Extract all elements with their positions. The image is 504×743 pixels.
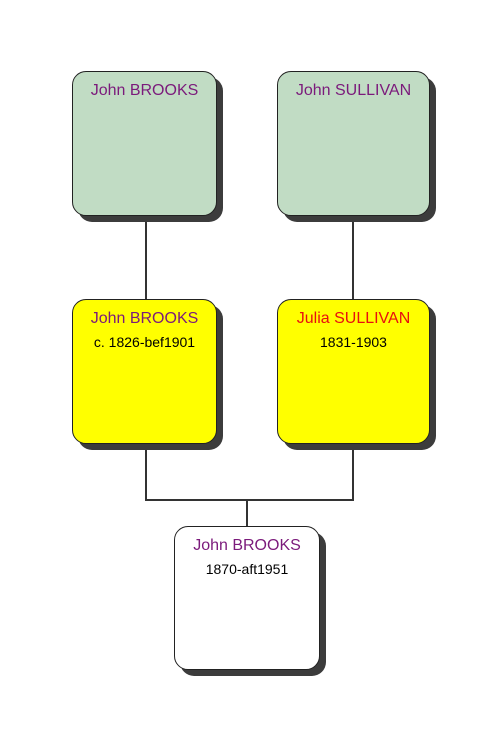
person-dates: 1831-1903 — [320, 334, 387, 350]
connector-child-up — [246, 500, 248, 526]
person-box-father[interactable]: John BROOKS c. 1826-bef1901 — [72, 299, 217, 444]
person-dates: 1870-aft1951 — [205, 561, 289, 577]
connector-parents-bar — [145, 499, 354, 501]
person-dates: c. 1826-bef1901 — [93, 334, 196, 350]
connector-grandfather-sullivan — [352, 216, 354, 299]
person-box-mother[interactable]: Julia SULLIVAN 1831-1903 — [277, 299, 430, 444]
connector-mother-down — [352, 444, 354, 500]
person-name: John BROOKS — [90, 310, 199, 327]
person-name: John SULLIVAN — [295, 82, 412, 99]
person-name: John BROOKS — [193, 537, 301, 554]
connector-father-down — [145, 444, 147, 500]
person-box-grandfather-sullivan[interactable]: John SULLIVAN — [277, 71, 430, 216]
person-box-child[interactable]: John BROOKS 1870-aft1951 — [174, 526, 320, 670]
person-box-grandfather-brooks[interactable]: John BROOKS — [72, 71, 217, 216]
person-name: Julia SULLIVAN — [296, 310, 411, 327]
connector-grandfather-brooks — [145, 216, 147, 299]
person-name: John BROOKS — [90, 82, 199, 99]
